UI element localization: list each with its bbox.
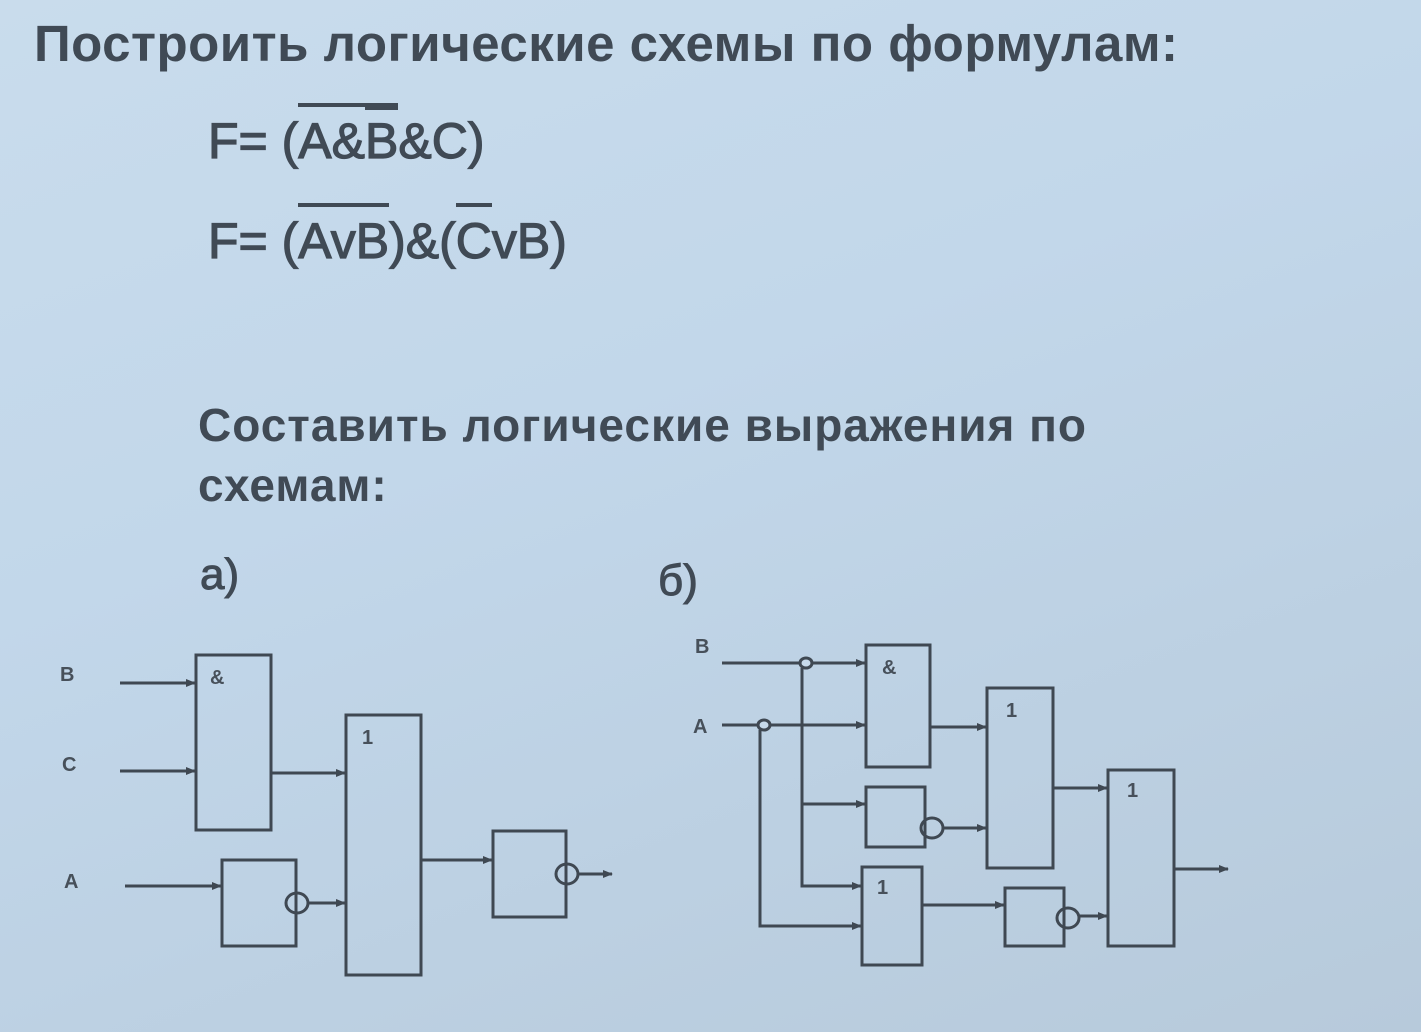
task-heading-line-2: схемам: — [198, 459, 388, 511]
inversion-bubble — [1055, 906, 1081, 930]
diagram-b-label: б) — [658, 556, 699, 606]
formula-1-double-negated: B — [364, 106, 399, 170]
input-label-b: B — [60, 664, 74, 686]
not-gate — [1003, 886, 1066, 948]
formula-2: F= (AvB)&(CvB) — [207, 203, 567, 270]
input-label-b: B — [695, 636, 709, 658]
input-label-a: A — [64, 871, 78, 893]
diagram-a — [120, 653, 613, 977]
input-label-c: C — [62, 754, 76, 776]
wire — [800, 668, 862, 890]
not-gate — [864, 785, 927, 849]
wire — [758, 730, 862, 930]
or-gate — [860, 865, 924, 967]
formula-1: F= (A&B&C) — [207, 103, 485, 170]
and-gate-symbol: & — [882, 657, 896, 679]
formula-2-negated-c: C — [455, 203, 492, 270]
and-gate — [864, 643, 932, 769]
formula-2-suffix: vB) — [491, 212, 567, 269]
or-gate-symbol: 1 — [1127, 780, 1138, 802]
formula-1-suffix: &C) — [398, 112, 485, 169]
or-gate-symbol: 1 — [362, 727, 373, 749]
junction — [798, 656, 814, 670]
or-gate — [344, 713, 423, 977]
junction — [756, 718, 772, 732]
or-gate-symbol: 1 — [1006, 700, 1017, 722]
formula-2-prefix: F= ( — [207, 212, 299, 269]
or-gate-symbol: 1 — [877, 877, 888, 899]
or-gate — [1106, 768, 1176, 948]
not-gate — [220, 858, 298, 948]
page-title: Построить логические схемы по формулам: — [34, 15, 1179, 72]
and-gate-symbol: & — [210, 667, 224, 689]
diagram-a-label: а) — [199, 550, 240, 600]
and-gate — [194, 653, 273, 832]
or-gate — [985, 686, 1055, 870]
diagram-b — [722, 643, 1229, 967]
formula-2-middle: )&( — [388, 212, 456, 269]
not-gate — [491, 829, 568, 919]
formula-1-prefix: F= ( — [207, 112, 299, 169]
formula-1-negated-part: A& — [298, 112, 366, 169]
formula-2-negated-or: AvB — [298, 203, 390, 270]
input-label-a: A — [693, 716, 707, 738]
formula-1-negated-group: A&B — [298, 103, 399, 170]
task-heading-line-1: Составить логические выражения по — [198, 399, 1088, 451]
